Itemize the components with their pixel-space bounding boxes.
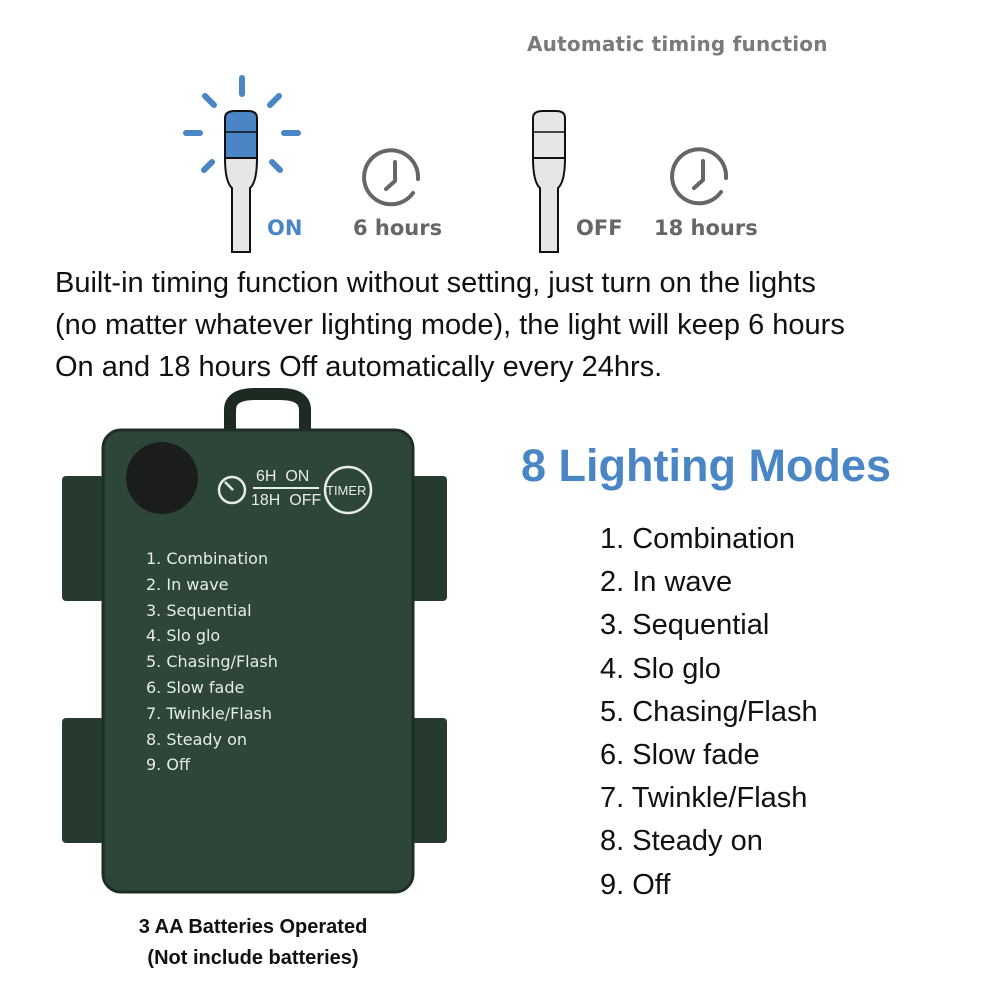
- description-line: (no matter whatever lighting mode), the …: [55, 309, 845, 341]
- controller-mode: 3. Sequential: [146, 600, 252, 620]
- caption-line: 3 AA Batteries Operated: [138, 916, 368, 938]
- on-label: ON: [267, 216, 303, 240]
- mode-item: 1. Combination: [600, 523, 796, 555]
- timer-button: TIMER: [326, 483, 367, 498]
- clock-icon: [670, 147, 729, 206]
- modes-list: 1. Combination 2. In wave 3. Sequential …: [600, 518, 818, 907]
- mode-item: 6. Slow fade: [600, 739, 760, 772]
- clock-icon: [362, 148, 421, 207]
- off-duration: 18 hours: [654, 216, 758, 240]
- battery-box-image: [62, 388, 447, 894]
- description: Built-in timing function without setting…: [55, 262, 845, 388]
- caption-line: (Not include batteries): [147, 947, 359, 969]
- mode-item: 3. Sequential: [600, 609, 770, 642]
- mode-item: 4. Slo glo: [600, 652, 721, 685]
- controller-mode: 4. Slo glo: [146, 626, 221, 646]
- timer-off-text: 18H OFF: [251, 492, 322, 509]
- controller-mode: 1. Combination: [146, 549, 269, 568]
- controller-mode: 9. Off: [146, 755, 190, 775]
- mode-item: 8. Steady on: [600, 825, 763, 858]
- controller-mode: 2. In wave: [146, 574, 229, 594]
- description-line: Built-in timing function without setting…: [55, 267, 816, 299]
- controller-mode: 6. Slow fade: [146, 677, 245, 697]
- off-label: OFF: [576, 216, 623, 240]
- mode-item: 7. Twinkle/Flash: [600, 782, 808, 815]
- mode-item: 2. In wave: [600, 566, 733, 599]
- bulb-off-icon: [531, 110, 567, 253]
- on-duration: 6 hours: [353, 216, 443, 240]
- timing-title: Automatic timing function: [527, 32, 828, 56]
- controller-mode: 8. Steady on: [146, 729, 248, 749]
- mode-item: 9. Off: [600, 868, 671, 901]
- controller-mode: 7. Twinkle/Flash: [146, 703, 273, 723]
- bulb-on-icon: [183, 75, 301, 253]
- controller-mode-list: 1. Combination 2. In wave 3. Sequential …: [146, 546, 278, 778]
- mode-item: 5. Chasing/Flash: [600, 695, 818, 728]
- controller-mode: 5. Chasing/Flash: [146, 652, 278, 672]
- modes-title: 8 Lighting Modes: [521, 440, 891, 491]
- battery-caption: 3 AA Batteries Operated (Not include bat…: [100, 912, 406, 974]
- description-line: On and 18 hours Off automatically every …: [55, 351, 663, 383]
- timer-on-text: 6H ON: [256, 468, 310, 485]
